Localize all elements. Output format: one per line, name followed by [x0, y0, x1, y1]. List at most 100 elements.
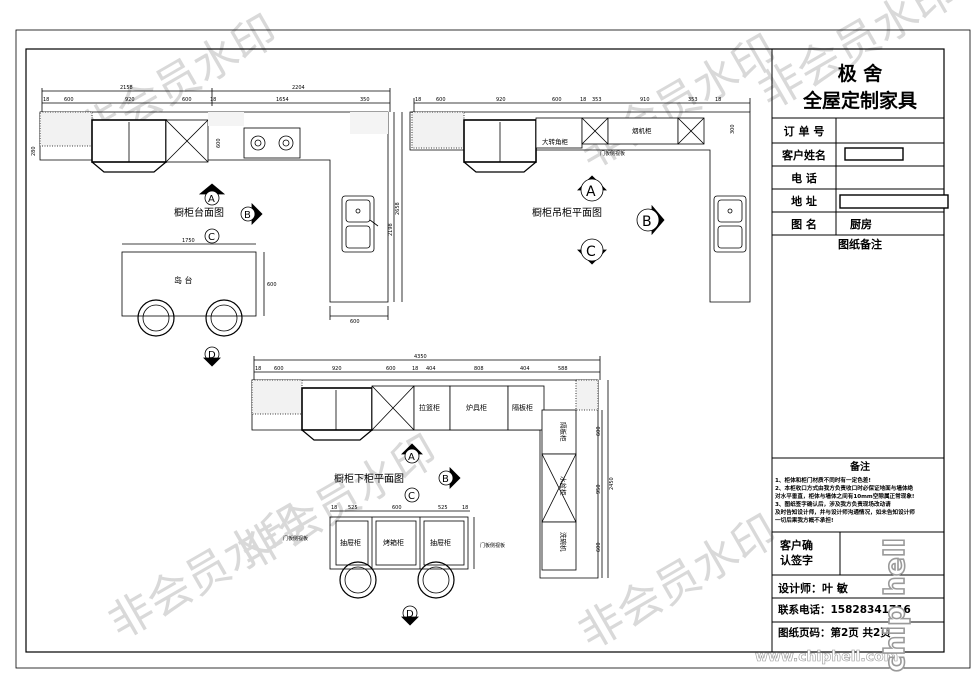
page-info-text: 图纸页码：第2页 共2页	[778, 626, 891, 639]
svg-text:chip hell: chip hell	[878, 538, 911, 672]
drawing-name-value: 厨房	[850, 217, 872, 231]
dim-ct-7: 350	[360, 97, 370, 103]
base-cabinet-plan-title: 橱柜下柜平面图	[334, 472, 404, 485]
dim-wc-6: 353	[592, 97, 602, 103]
marker-d-1: D	[208, 350, 216, 361]
view-marker-letters: A B C D A B C A B C D	[208, 184, 652, 620]
inner-border	[25, 48, 945, 653]
client-confirm-label-2: 认签字	[780, 553, 813, 567]
brand-name: 极 舍	[838, 62, 884, 85]
dim-ct-island-d: 600	[267, 282, 277, 288]
marker-d-3: D	[406, 609, 414, 620]
countertop-plan	[39, 88, 403, 337]
phone-label: 电 话	[791, 171, 817, 185]
dim-bc-9: 588	[558, 366, 568, 372]
label-basket-cabinet: 拉篮柜	[419, 403, 440, 412]
watermark-4: 非会员水印	[570, 505, 786, 659]
wall-cabinet-plan-text: 18 600 920 600 18 353 910 353 18 300 大转角…	[415, 97, 736, 219]
dim-wc-7: 910	[640, 97, 650, 103]
remarks-line-3: 对水平垂直，柜体与墙体之间有10mm空隙属正常现象!	[775, 492, 914, 500]
drawing-name-label: 图 名	[791, 217, 817, 231]
dim-bc-right-3: 950	[596, 484, 602, 494]
dim-ct-4: 600	[182, 97, 192, 103]
dim-ie-2: 525	[348, 505, 358, 511]
dim-ct-6: 1654	[276, 97, 289, 103]
dim-wc-9: 18	[715, 97, 721, 103]
label-sink-cabinet: 水盆柜	[559, 476, 568, 496]
base-cabinet-plan-text: 4350 18 600 920 600 18 404 808 404 588 2…	[255, 354, 615, 552]
designer-text: 设计师：叶 敏	[778, 581, 849, 595]
label-drawer-cabinet-1: 抽屉柜	[340, 538, 361, 547]
label-door-side-panel-wc: 门板侧视板	[600, 150, 625, 157]
dim-wc-1: 18	[415, 97, 421, 103]
countertop-plan-title: 橱柜台面图	[174, 206, 224, 219]
dim-bc-total: 4350	[414, 354, 427, 360]
dim-ct-cabinet-d: 600	[216, 138, 222, 148]
marker-c-2: C	[586, 244, 596, 260]
dim-ct-total-1: 2158	[120, 85, 133, 91]
label-drawer-cabinet-2: 抽屉柜	[430, 538, 451, 547]
label-door-side-panel-right: 门板侧视板	[480, 542, 505, 549]
outer-border	[15, 29, 971, 669]
remarks-line-6: 一切后果我方概不承担!	[775, 516, 834, 524]
dim-bc-7: 808	[474, 366, 484, 372]
dim-bc-right-2: 600	[596, 426, 602, 436]
remarks-line-1: 1、柜体和柜门材质不同时有一定色差!	[775, 476, 871, 484]
order-no-label: 订 单 号	[784, 124, 825, 138]
dim-wc-5: 18	[580, 97, 586, 103]
dim-wc-4: 600	[552, 97, 562, 103]
marker-b-2: B	[642, 214, 652, 230]
dim-bc-5: 18	[412, 366, 418, 372]
notes-header: 图纸备注	[838, 237, 882, 251]
address-label: 地 址	[791, 194, 817, 208]
base-cabinet-plan	[251, 356, 609, 599]
brand-subtitle: 全屋定制家具	[802, 89, 917, 112]
dim-bc-3: 920	[332, 366, 342, 372]
wall-cabinet-plan	[409, 98, 751, 303]
client-confirm-label-1: 客户确	[779, 538, 813, 552]
dim-ie-5: 18	[462, 505, 468, 511]
dim-ie-4: 525	[438, 505, 448, 511]
dim-bc-right-1: 2450	[609, 477, 615, 490]
contact-text: 联系电话：15828341716	[778, 603, 911, 616]
dim-bc-4: 600	[386, 366, 396, 372]
dim-bc-right-4: 600	[596, 542, 602, 552]
marker-a-3: A	[408, 452, 415, 463]
dim-ct-5: 18	[210, 97, 216, 103]
dim-ct-2: 600	[64, 97, 74, 103]
site-url: www.chiphell.com	[755, 649, 898, 665]
countertop-plan-text: 2158 2204 18 600 920 600 18 1654 350 175…	[31, 85, 401, 325]
dim-ct-total-2: 2204	[292, 85, 305, 91]
dim-bc-2: 600	[274, 366, 284, 372]
label-shelf-cabinet-1: 隔板柜	[512, 403, 533, 412]
label-hood-cabinet: 烟机柜	[632, 126, 652, 135]
dim-ct-3: 920	[125, 97, 135, 103]
marker-a-2: A	[586, 184, 596, 200]
title-block: 极 舍 全屋定制家具 订 单 号 客户姓名 电 话 地 址 图 名 厨房 图纸备…	[771, 49, 949, 652]
label-shelf-cabinet-2: 隔板柜	[559, 422, 568, 442]
address-redaction	[839, 194, 949, 209]
dim-ct-island-w: 1750	[182, 238, 195, 244]
dim-ct-left: 280	[31, 146, 37, 156]
chiphell-logo: chip hell	[877, 537, 912, 673]
dim-bc-8: 404	[520, 366, 530, 372]
wall-cabinet-plan-title: 橱柜吊柜平面图	[532, 206, 602, 219]
marker-a-1: A	[208, 194, 215, 205]
client-name-redaction	[844, 147, 904, 161]
label-door-side-panel-left: 门板侧视板	[283, 535, 308, 542]
marker-b-3: B	[442, 474, 449, 485]
dim-wc-3: 920	[496, 97, 506, 103]
island-label: 岛 台	[174, 275, 193, 285]
label-dishwasher: 洗碗机	[559, 532, 568, 552]
label-oven-cabinet: 烤箱柜	[383, 538, 404, 547]
dim-ie-3: 600	[392, 505, 402, 511]
dim-ct-1: 18	[43, 97, 49, 103]
dim-bc-6: 404	[426, 366, 436, 372]
label-big-corner-cabinet: 大转角柜	[542, 137, 569, 146]
remarks-line-5: 及时告知设计师，并与设计师沟通情况，如未告知设计师	[775, 508, 915, 516]
dim-wc-8: 353	[688, 97, 698, 103]
marker-b-1: B	[244, 210, 251, 221]
dim-wc-right: 300	[730, 124, 736, 134]
remarks-line-2: 2、本柜收口方式由我方负责收口时必保证地面与墙体绝	[775, 484, 914, 492]
